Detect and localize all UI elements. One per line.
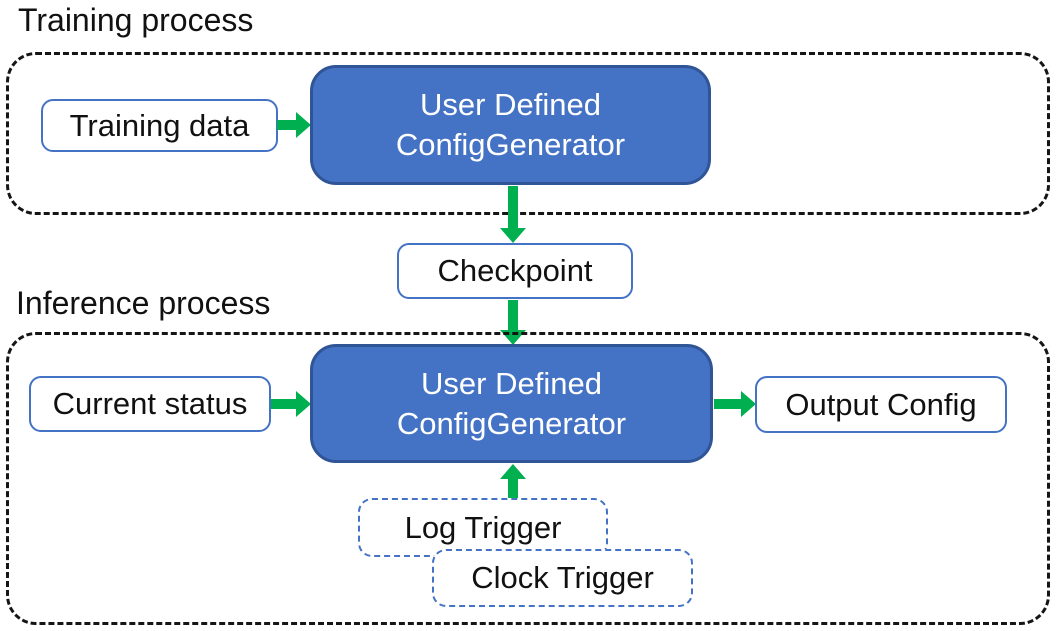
arrow-shaft	[508, 186, 518, 229]
arrow-shaft	[508, 300, 518, 331]
inference-process-label: Inference process	[16, 285, 271, 321]
arrow-head-right-icon	[741, 391, 756, 417]
inference-generator-label-line2: ConfigGenerator	[396, 405, 627, 441]
arrow-head-right-icon	[296, 112, 311, 138]
training-generator-label-line1: User Defined	[420, 87, 601, 123]
training-data-label: Training data	[69, 107, 250, 143]
arrow-generator-to-output-config	[714, 391, 756, 417]
checkpoint-box: Checkpoint	[397, 243, 633, 299]
log-trigger-label: Log Trigger	[404, 509, 562, 545]
clock-trigger-box: Clock Trigger	[432, 549, 693, 607]
inference-config-generator-box: User Defined ConfigGenerator	[310, 344, 713, 463]
arrow-triggers-to-generator	[500, 464, 526, 499]
training-generator-label-line2: ConfigGenerator	[395, 127, 626, 162]
training-process-label: Training process	[18, 2, 254, 38]
inference-process-container	[6, 332, 1050, 625]
output-config-label: Output Config	[785, 386, 977, 422]
checkpoint-label: Checkpoint	[437, 253, 593, 288]
arrow-head-right-icon	[296, 391, 311, 417]
arrow-generator-to-checkpoint	[500, 186, 526, 243]
clock-trigger-label: Clock Trigger	[471, 560, 654, 595]
inference-generator-label-line1: User Defined	[421, 365, 602, 401]
arrow-head-up-icon	[500, 464, 526, 479]
training-config-generator-box: User Defined ConfigGenerator	[310, 65, 711, 185]
arrow-shaft	[508, 478, 518, 499]
arrow-current-status-to-generator	[271, 391, 311, 417]
output-config-box: Output Config	[755, 376, 1007, 433]
training-data-box: Training data	[41, 99, 278, 152]
arrow-training-data-to-generator	[277, 112, 311, 138]
arrow-shaft	[277, 120, 297, 130]
current-status-box: Current status	[29, 376, 271, 432]
training-process-container	[6, 52, 1050, 215]
arrow-shaft	[714, 399, 742, 409]
current-status-label: Current status	[52, 386, 248, 421]
arrow-shaft	[271, 399, 297, 409]
arrow-head-down-icon	[500, 228, 526, 243]
